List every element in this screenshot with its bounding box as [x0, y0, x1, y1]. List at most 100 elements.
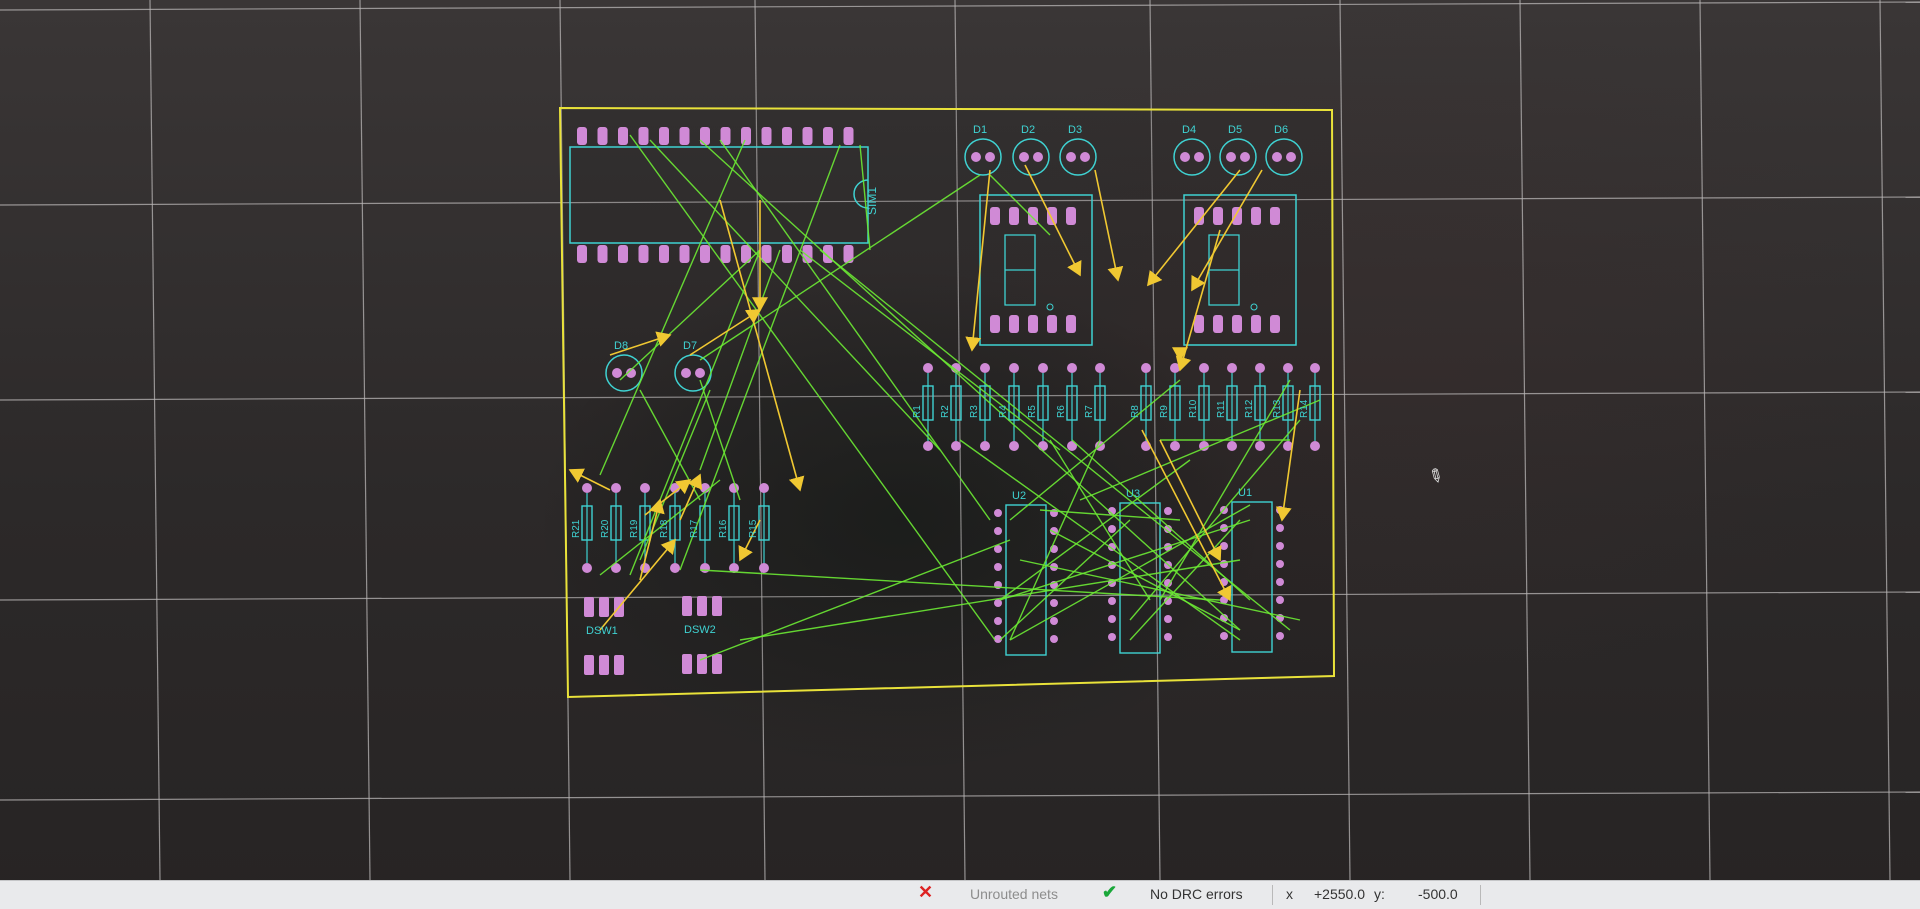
- pad[interactable]: [1227, 441, 1237, 451]
- pad[interactable]: [1283, 363, 1293, 373]
- resistor-body[interactable]: [699, 505, 711, 541]
- pad[interactable]: [759, 483, 769, 493]
- pad[interactable]: [1283, 441, 1293, 451]
- pad[interactable]: [1033, 152, 1043, 162]
- pad[interactable]: [638, 127, 649, 145]
- pad[interactable]: [994, 617, 1002, 625]
- pad[interactable]: [1019, 152, 1029, 162]
- pad[interactable]: [1080, 152, 1090, 162]
- pad[interactable]: [994, 545, 1002, 553]
- pad[interactable]: [1232, 315, 1242, 333]
- pad[interactable]: [1164, 615, 1172, 623]
- pad[interactable]: [1220, 560, 1228, 568]
- pad[interactable]: [679, 127, 690, 145]
- resistor-body[interactable]: [1066, 385, 1078, 421]
- pad[interactable]: [951, 441, 961, 451]
- pad[interactable]: [1164, 579, 1172, 587]
- pad[interactable]: [1009, 441, 1019, 451]
- pad[interactable]: [1276, 632, 1284, 640]
- pad[interactable]: [1108, 507, 1116, 515]
- pad[interactable]: [1286, 152, 1296, 162]
- pad[interactable]: [582, 483, 592, 493]
- pad[interactable]: [682, 596, 692, 616]
- pad[interactable]: [1066, 315, 1076, 333]
- pad[interactable]: [1067, 441, 1077, 451]
- pad[interactable]: [980, 363, 990, 373]
- pad[interactable]: [697, 654, 707, 674]
- led-outline[interactable]: [1173, 138, 1211, 176]
- pad[interactable]: [611, 563, 621, 573]
- pad[interactable]: [1310, 363, 1320, 373]
- pad[interactable]: [1170, 441, 1180, 451]
- pad[interactable]: [802, 127, 813, 145]
- pad[interactable]: [1050, 635, 1058, 643]
- resistor-body[interactable]: [581, 505, 593, 541]
- pad[interactable]: [1227, 363, 1237, 373]
- pad[interactable]: [659, 245, 669, 263]
- resistor-body[interactable]: [1254, 385, 1266, 421]
- pad[interactable]: [782, 127, 792, 145]
- pad[interactable]: [1276, 578, 1284, 586]
- pad[interactable]: [1038, 363, 1048, 373]
- pad[interactable]: [1047, 315, 1057, 333]
- led-outline[interactable]: [1059, 138, 1097, 176]
- pad[interactable]: [761, 127, 772, 145]
- pad[interactable]: [640, 483, 650, 493]
- pad[interactable]: [1251, 207, 1261, 225]
- pad[interactable]: [923, 363, 933, 373]
- pad[interactable]: [741, 127, 751, 145]
- resistor-body[interactable]: [1198, 385, 1210, 421]
- pad[interactable]: [638, 245, 649, 263]
- pad[interactable]: [1310, 441, 1320, 451]
- pad[interactable]: [584, 655, 594, 675]
- pad[interactable]: [1095, 363, 1105, 373]
- pad[interactable]: [1270, 315, 1280, 333]
- led-outline[interactable]: [964, 138, 1002, 176]
- pad[interactable]: [697, 596, 707, 616]
- ic-body[interactable]: [1231, 501, 1273, 653]
- pad[interactable]: [1108, 615, 1116, 623]
- pad[interactable]: [577, 245, 587, 263]
- resistor-body[interactable]: [922, 385, 934, 421]
- pad[interactable]: [612, 368, 622, 378]
- pad[interactable]: [729, 563, 739, 573]
- pad[interactable]: [843, 127, 854, 145]
- pad[interactable]: [1164, 597, 1172, 605]
- pad[interactable]: [614, 655, 624, 675]
- pad[interactable]: [700, 127, 710, 145]
- resistor-body[interactable]: [1037, 385, 1049, 421]
- pad[interactable]: [1108, 633, 1116, 641]
- pad[interactable]: [990, 315, 1000, 333]
- pad[interactable]: [1164, 507, 1172, 515]
- pad[interactable]: [1050, 617, 1058, 625]
- pad[interactable]: [923, 441, 933, 451]
- pad[interactable]: [670, 563, 680, 573]
- pad[interactable]: [994, 563, 1002, 571]
- resistor-body[interactable]: [1226, 385, 1238, 421]
- pad[interactable]: [695, 368, 705, 378]
- pad[interactable]: [1199, 441, 1209, 451]
- pad[interactable]: [1213, 315, 1223, 333]
- pad[interactable]: [1276, 524, 1284, 532]
- resistor-body[interactable]: [950, 385, 962, 421]
- pad[interactable]: [1164, 525, 1172, 533]
- pad[interactable]: [1220, 542, 1228, 550]
- pad[interactable]: [584, 597, 594, 617]
- pad[interactable]: [1255, 363, 1265, 373]
- pad[interactable]: [681, 368, 691, 378]
- pad[interactable]: [759, 563, 769, 573]
- pad[interactable]: [994, 635, 1002, 643]
- pad[interactable]: [577, 127, 587, 145]
- pad[interactable]: [1199, 363, 1209, 373]
- pad[interactable]: [1220, 632, 1228, 640]
- pad[interactable]: [597, 245, 608, 263]
- led-outline[interactable]: [1012, 138, 1050, 176]
- pad[interactable]: [700, 563, 710, 573]
- pad[interactable]: [1028, 315, 1038, 333]
- pad[interactable]: [823, 127, 833, 145]
- pad[interactable]: [626, 368, 636, 378]
- pad[interactable]: [990, 207, 1000, 225]
- pad[interactable]: [1251, 315, 1261, 333]
